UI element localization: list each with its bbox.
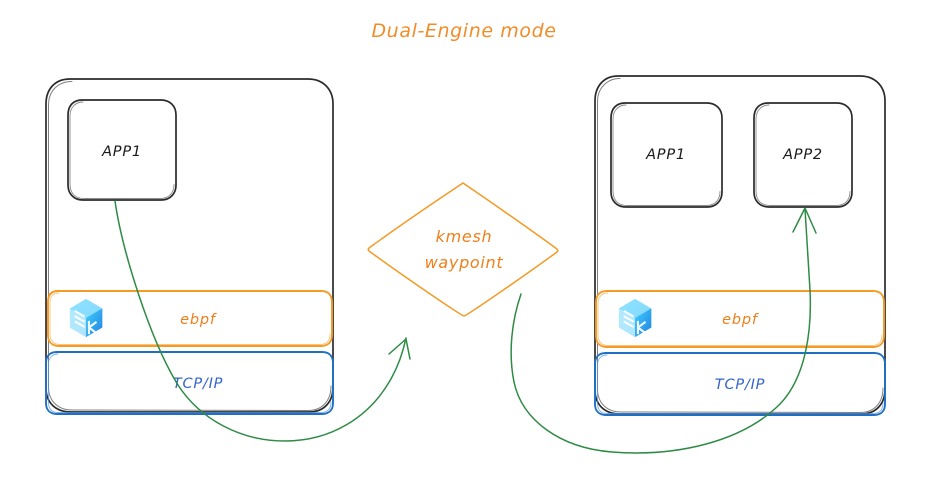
waypoint-label-line1: kmesh: [436, 227, 493, 246]
pod-right: APP1 APP2: [594, 75, 886, 416]
layer-left-tcpip-border-sketch: [48, 353, 332, 413]
app-label-right-app2: APP2: [782, 147, 823, 163]
waypoint-node: kmesh waypoint: [367, 182, 559, 317]
layer-right-tcpip-border: [594, 352, 886, 416]
layer-label-right-ebpf: ebpf: [722, 312, 759, 328]
app-box-right-app1-border-sketch: [612, 104, 721, 206]
app-box-right-app1: APP1: [610, 102, 723, 208]
layer-label-right-tcpip: TCP/IP: [715, 377, 765, 393]
pod-right-border-sketch: [597, 78, 884, 414]
layer-left-ebpf: ebpf: [47, 290, 333, 347]
flow-waypoint-to-right-app2: [510, 207, 817, 454]
flow-left-path: [114, 200, 407, 442]
app-box-right-app2: APP2: [753, 102, 853, 208]
pod-right-border: [594, 75, 886, 415]
app-box-left-app1: APP1: [67, 99, 177, 201]
app-label-right-app1: APP1: [645, 147, 686, 163]
layer-left-ebpf-border: [47, 290, 333, 347]
layer-left-tcpip-border: [45, 351, 334, 415]
flow-left-arrowhead: [388, 338, 411, 360]
waypoint-label-line2: waypoint: [425, 253, 504, 272]
layer-right-ebpf: ebpf: [595, 290, 885, 348]
layer-right-tcpip: TCP/IP: [594, 352, 886, 416]
app-box-right-app1-border: [610, 102, 723, 208]
pod-left: APP1 eb: [45, 78, 334, 415]
app-box-left-app1-border: [67, 99, 177, 201]
pod-left-border: [45, 78, 334, 413]
flow-right-path: [510, 208, 812, 454]
app-box-right-app2-border: [753, 102, 853, 208]
page-title: Dual-Engine mode: [371, 20, 556, 42]
app-label-left-app1: APP1: [101, 144, 142, 160]
layer-left-ebpf-border-sketch: [49, 292, 331, 345]
waypoint-diamond-border: [367, 182, 559, 317]
layer-left-tcpip: TCP/IP: [45, 351, 334, 415]
layer-label-left-ebpf: ebpf: [180, 312, 217, 328]
pod-left-border-sketch: [48, 81, 332, 412]
layer-right-ebpf-border: [595, 290, 885, 348]
layer-right-tcpip-border-sketch: [597, 354, 884, 414]
layer-right-ebpf-border-sketch: [597, 292, 883, 346]
kmesh-cube-icon: [69, 299, 103, 337]
flow-right-arrowhead: [792, 207, 817, 234]
kmesh-cube-icon: [618, 299, 652, 337]
app-box-right-app2-border-sketch: [755, 104, 851, 206]
app-box-left-app1-border-sketch: [69, 101, 175, 199]
layer-label-left-tcpip: TCP/IP: [173, 376, 223, 392]
flow-left-app1-to-waypoint: [114, 200, 411, 442]
